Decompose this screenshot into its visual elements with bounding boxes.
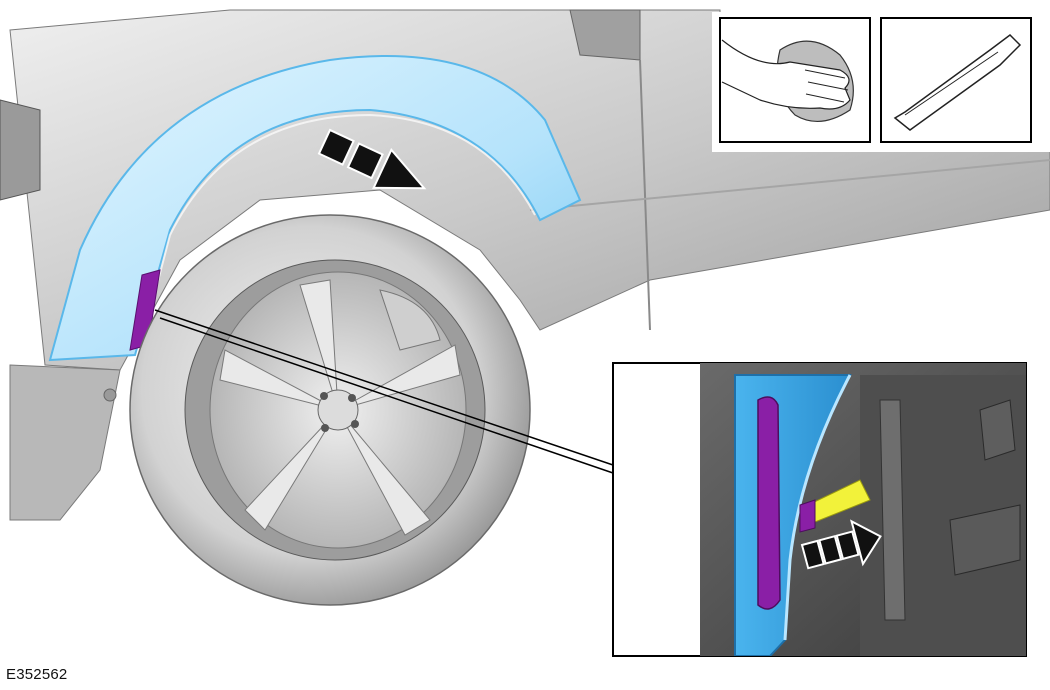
wheel-hub bbox=[317, 389, 359, 431]
body-fastener bbox=[103, 388, 117, 402]
vent-grille bbox=[569, 9, 641, 61]
callout-leader-lines bbox=[154, 309, 614, 474]
figure-id-label: E352562 bbox=[6, 666, 68, 683]
inset-direction-arrow-icon bbox=[800, 519, 882, 570]
brake-caliper bbox=[379, 289, 441, 351]
detail-inset bbox=[612, 362, 1027, 657]
wheel-spokes bbox=[219, 279, 461, 536]
wheel-arch-flare bbox=[48, 55, 582, 362]
direction-arrow-icon bbox=[317, 128, 427, 190]
tool-icons bbox=[712, 12, 1050, 152]
hand-cloth-icon bbox=[719, 17, 871, 143]
trim-tool-icon bbox=[880, 17, 1032, 143]
side-vent bbox=[0, 99, 41, 201]
inset-adhesive-pad bbox=[757, 396, 781, 610]
wheel-rim bbox=[209, 271, 467, 549]
